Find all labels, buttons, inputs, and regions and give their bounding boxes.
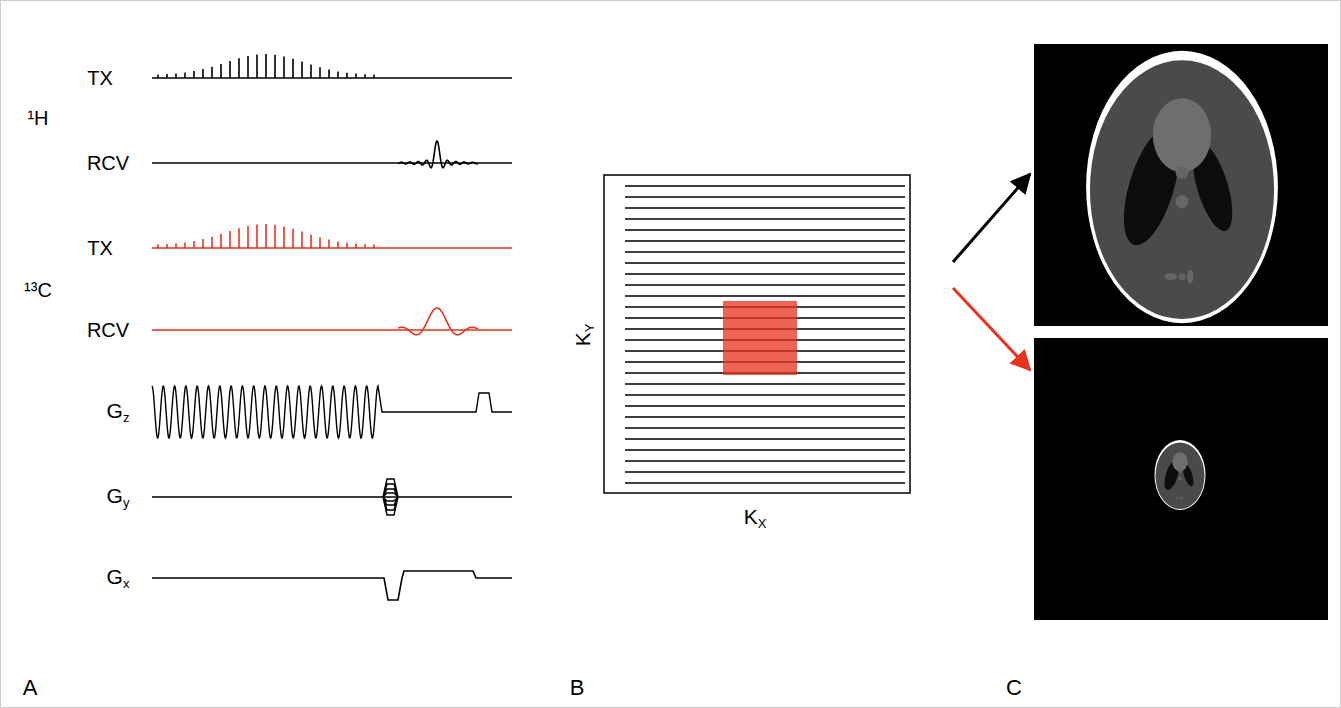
nucleus-label: ¹H [27,108,48,128]
gradient-label: Gx [107,566,130,590]
nucleus-label: ¹³C [24,280,52,300]
gradient-label: Gy [107,485,130,509]
gradient-label: Gz [107,400,130,424]
echo-signal [398,141,478,168]
image-panel [1034,44,1328,326]
gz-gradient [152,386,512,438]
k-space-line [625,186,905,483]
gy-phase-encode [383,479,398,515]
black-arrow [953,174,1030,262]
image-panel [1034,338,1328,620]
panel-letter: B [570,677,585,699]
panel-letter: A [23,677,38,699]
echo-signal [398,308,478,335]
axis-label: KX [744,506,767,530]
phantom-large [1086,51,1278,323]
red-arrow [953,288,1030,370]
k-space-box [604,175,910,493]
sequence-traces [152,78,512,600]
k-space-center [723,302,797,374]
sequence-waveforms [152,54,512,515]
channel-label: TX [87,238,113,258]
panel-letter: C [1006,677,1022,699]
phantom-small [1154,440,1205,510]
channel-label: RCV [87,320,129,340]
channel-label: RCV [87,153,129,173]
channel-label: TX [87,68,113,88]
k-space-lines [625,186,905,483]
axis-label: KY [572,324,596,347]
rf-pulse-train [158,224,374,248]
rf-pulse-train [158,54,374,78]
